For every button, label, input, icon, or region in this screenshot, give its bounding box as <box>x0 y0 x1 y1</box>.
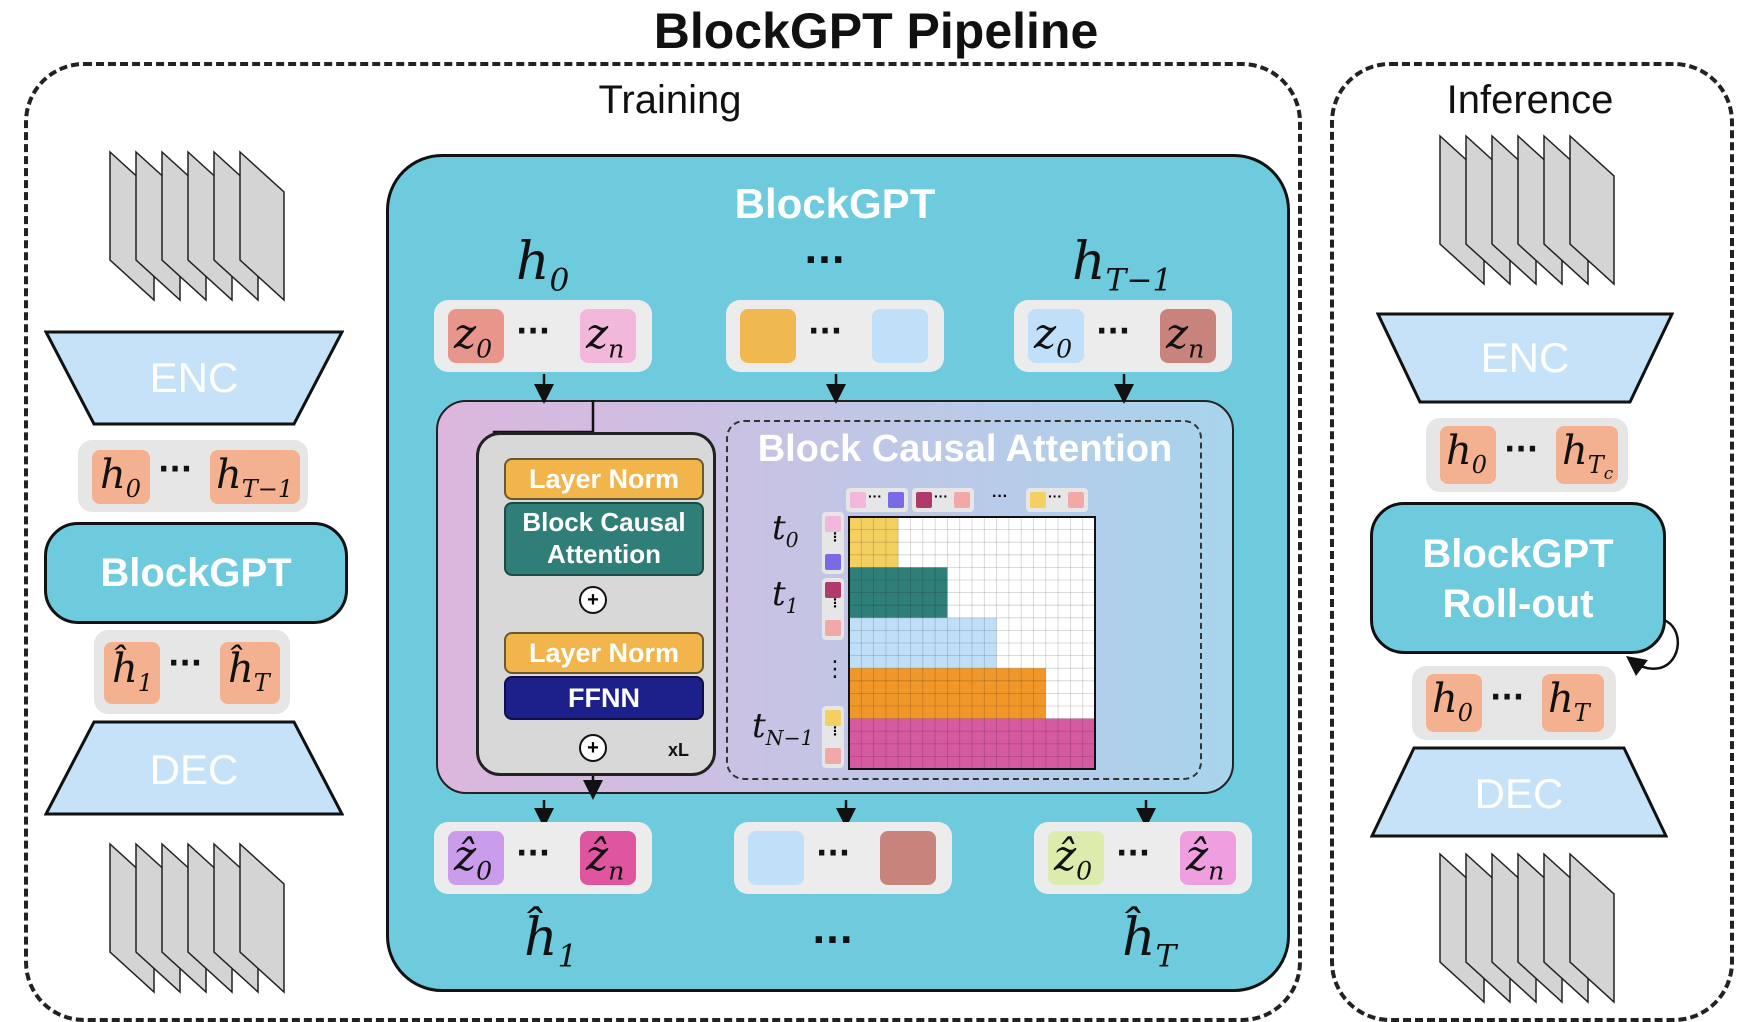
inference-decoder-label: DEC <box>1474 770 1564 817</box>
layer-norm-1: Layer Norm <box>504 458 704 500</box>
row-label-t0: t0 <box>772 508 799 552</box>
token-zhat0: ẑ0 <box>448 831 504 885</box>
input-tokens-1: ··· <box>726 300 944 372</box>
mask-border <box>848 516 1096 770</box>
input-label-hT-1: hT−1 <box>1072 232 1173 299</box>
residual-add-1: + <box>579 586 607 614</box>
training-latent-row: h0 ··· hT−1 <box>78 440 308 512</box>
token-dots: ··· <box>516 314 551 349</box>
training-decoder-label: DEC <box>149 746 239 793</box>
attention-top-dots: ··· <box>992 488 1008 505</box>
mask-block-1 <box>849 567 948 618</box>
pred-h1: ĥ1 <box>104 642 160 704</box>
token-dots: ··· <box>1116 836 1151 871</box>
training-encoder-label: ENC <box>149 354 239 401</box>
plus-sign: + <box>587 737 599 759</box>
attention-mask-grid <box>848 516 1096 770</box>
inference-decoder: DEC <box>1370 746 1668 838</box>
output-tokens-0: ẑ0 ··· ẑn <box>434 822 652 894</box>
input-label-dots: ··· <box>804 240 846 281</box>
token-z0-last: z0 <box>1028 309 1084 363</box>
token-zn-last: zn <box>1160 309 1216 363</box>
training-encoder: ENC <box>44 330 344 426</box>
layer-norm-2: Layer Norm <box>504 632 704 674</box>
output-label-dots: ··· <box>812 920 854 961</box>
token-dots: ··· <box>808 314 843 349</box>
latent-dots: ··· <box>158 452 193 487</box>
mask-block-0 <box>849 517 899 568</box>
attention-panel <box>726 420 1202 780</box>
repeat-label: xL <box>668 740 690 760</box>
ffnn-module: FFNN <box>504 676 704 720</box>
training-pred-row: ĥ1 ··· ĥT <box>94 630 290 714</box>
ctx-dots: ··· <box>1504 432 1539 467</box>
out-hT: hT <box>1542 674 1604 732</box>
row-label-vdots: ⋮ <box>824 656 846 681</box>
input-label-h0: h0 <box>516 232 570 299</box>
ctx-hTc: hTc <box>1556 426 1618 484</box>
training-label: Training <box>598 78 742 122</box>
row-label-t1: t1 <box>772 574 799 618</box>
token-zhatn: ẑn <box>580 831 636 885</box>
inference-label: Inference <box>1446 78 1614 122</box>
inference-panel <box>1330 62 1734 1022</box>
output-label-hT: ĥT <box>1122 908 1177 975</box>
inference-output-row: h0 ··· hT <box>1412 666 1616 740</box>
token-out-block-b <box>880 831 936 885</box>
residual-add-2: + <box>579 734 607 762</box>
token-zhatn-last: ẑn <box>1180 831 1236 885</box>
diagram-title: BlockGPT Pipeline <box>653 3 1099 59</box>
input-tokens-2: z0 ··· zn <box>1014 300 1232 372</box>
attention-top-tokens: ··· ··· ··· ··· <box>846 488 1090 514</box>
token-z0: z0 <box>448 309 504 363</box>
token-zhat0-last: ẑ0 <box>1048 831 1104 885</box>
latent-h0: h0 <box>92 450 150 504</box>
mask-block-3 <box>849 668 1046 719</box>
rollout-line1: BlockGPT <box>1422 532 1614 576</box>
output-tokens-2: ẑ0 ··· ẑn <box>1034 822 1252 894</box>
mask-block-4 <box>849 718 1095 769</box>
training-decoder: DEC <box>44 720 344 816</box>
token-dots: ··· <box>816 836 851 871</box>
inference-context-row: h0 ··· hTc <box>1426 418 1628 492</box>
pred-dots: ··· <box>168 646 203 681</box>
attention-line2: Attention <box>546 539 662 569</box>
plus-sign: + <box>587 589 599 611</box>
token-dots: ··· <box>1096 314 1131 349</box>
out-h0: h0 <box>1426 674 1482 732</box>
output-frames-stack <box>109 842 285 994</box>
ctx-h0: h0 <box>1440 426 1496 484</box>
token-block-b <box>872 309 928 363</box>
token-out-block-a <box>748 831 804 885</box>
inference-input-frames <box>1439 134 1615 286</box>
input-tokens-0: z0 ··· zn <box>434 300 652 372</box>
blockgpt-main-title: BlockGPT <box>734 180 936 227</box>
input-frames-stack <box>109 150 285 302</box>
block-causal-attention-module: Block Causal Attention <box>504 502 704 576</box>
latent-hT-1: hT−1 <box>210 450 300 504</box>
rollout-line2: Roll-out <box>1442 582 1594 626</box>
training-blockgpt-label: BlockGPT <box>100 551 292 595</box>
training-blockgpt-box: BlockGPT <box>44 522 348 624</box>
rollout-box: BlockGPT Roll-out <box>1370 502 1666 654</box>
token-dots: ··· <box>516 836 551 871</box>
token-zn: zn <box>580 309 636 363</box>
inference-encoder: ENC <box>1376 312 1674 404</box>
training-panel <box>24 62 1302 1022</box>
out-dots: ··· <box>1490 680 1525 715</box>
output-tokens-1: ··· <box>734 822 952 894</box>
attention-panel-title: Block Causal Attention <box>757 428 1173 470</box>
row-label-tN-1: tN−1 <box>752 706 814 750</box>
attention-left-tokens: ⋮ ⋮ ⋮ <box>822 512 846 770</box>
attention-line1: Block Causal <box>522 507 686 537</box>
inference-encoder-label: ENC <box>1480 334 1570 381</box>
rollout-loop-arrow <box>1625 618 1680 676</box>
token-block-a <box>740 309 796 363</box>
pred-hT: ĥT <box>220 642 280 704</box>
inference-output-frames <box>1439 852 1615 1004</box>
mask-block-2 <box>849 617 997 669</box>
output-label-h1: ĥ1 <box>524 908 578 975</box>
